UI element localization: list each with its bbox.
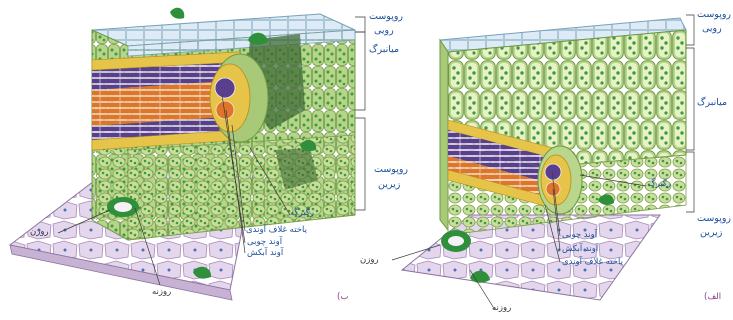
stoma-icon xyxy=(441,230,471,252)
stoma-icon xyxy=(107,197,139,217)
right-upper-epidermis-label-1: روپوست xyxy=(697,10,731,20)
left-leaf-block xyxy=(10,8,355,300)
left-lower-epidermis-label-2: زیرین xyxy=(378,180,400,190)
right-vein-label: رگبرگ xyxy=(648,180,671,189)
left-vein-label: رگبرگ xyxy=(291,209,314,218)
right-stoma-label: روزن xyxy=(360,256,379,265)
left-corner-label: ب) xyxy=(337,293,348,302)
left-xylem-label: آوند چوبی xyxy=(247,238,282,247)
left-vein-bundle xyxy=(92,52,268,150)
right-lower-epidermis-label-1: روپوست xyxy=(697,214,731,224)
right-xylem-label: آوند چوبی xyxy=(562,231,597,240)
right-bundle-sheath-label: یاخته غلاف آوندی xyxy=(562,258,623,267)
left-upper-epidermis-label-2: رویی xyxy=(374,26,394,36)
left-lower-epidermis-label-1: روپوست xyxy=(374,165,408,175)
left-bundle-sheath-label: یاخته غلاف آوندی xyxy=(246,226,307,235)
right-guard-cell-label: روزنه xyxy=(492,304,511,313)
left-upper-epidermis-label-1: روپوست xyxy=(369,12,403,22)
right-phloem-label: آوند آبکش xyxy=(562,245,598,254)
right-lower-epidermis-label-2: زیرین xyxy=(700,228,722,238)
right-leaf-block xyxy=(402,18,686,300)
left-mesophyll-label: میانبرگ xyxy=(369,45,399,55)
right-corner-label: الف) xyxy=(704,293,721,302)
left-phloem-label: آوند آبکش xyxy=(247,249,283,258)
left-guard-cell-label: روزنه xyxy=(152,288,171,297)
right-mesophyll-label: میانبرگ xyxy=(697,98,727,108)
left-stoma-label: روزن xyxy=(30,228,49,237)
right-upper-epidermis-label-2: رویی xyxy=(702,24,722,34)
